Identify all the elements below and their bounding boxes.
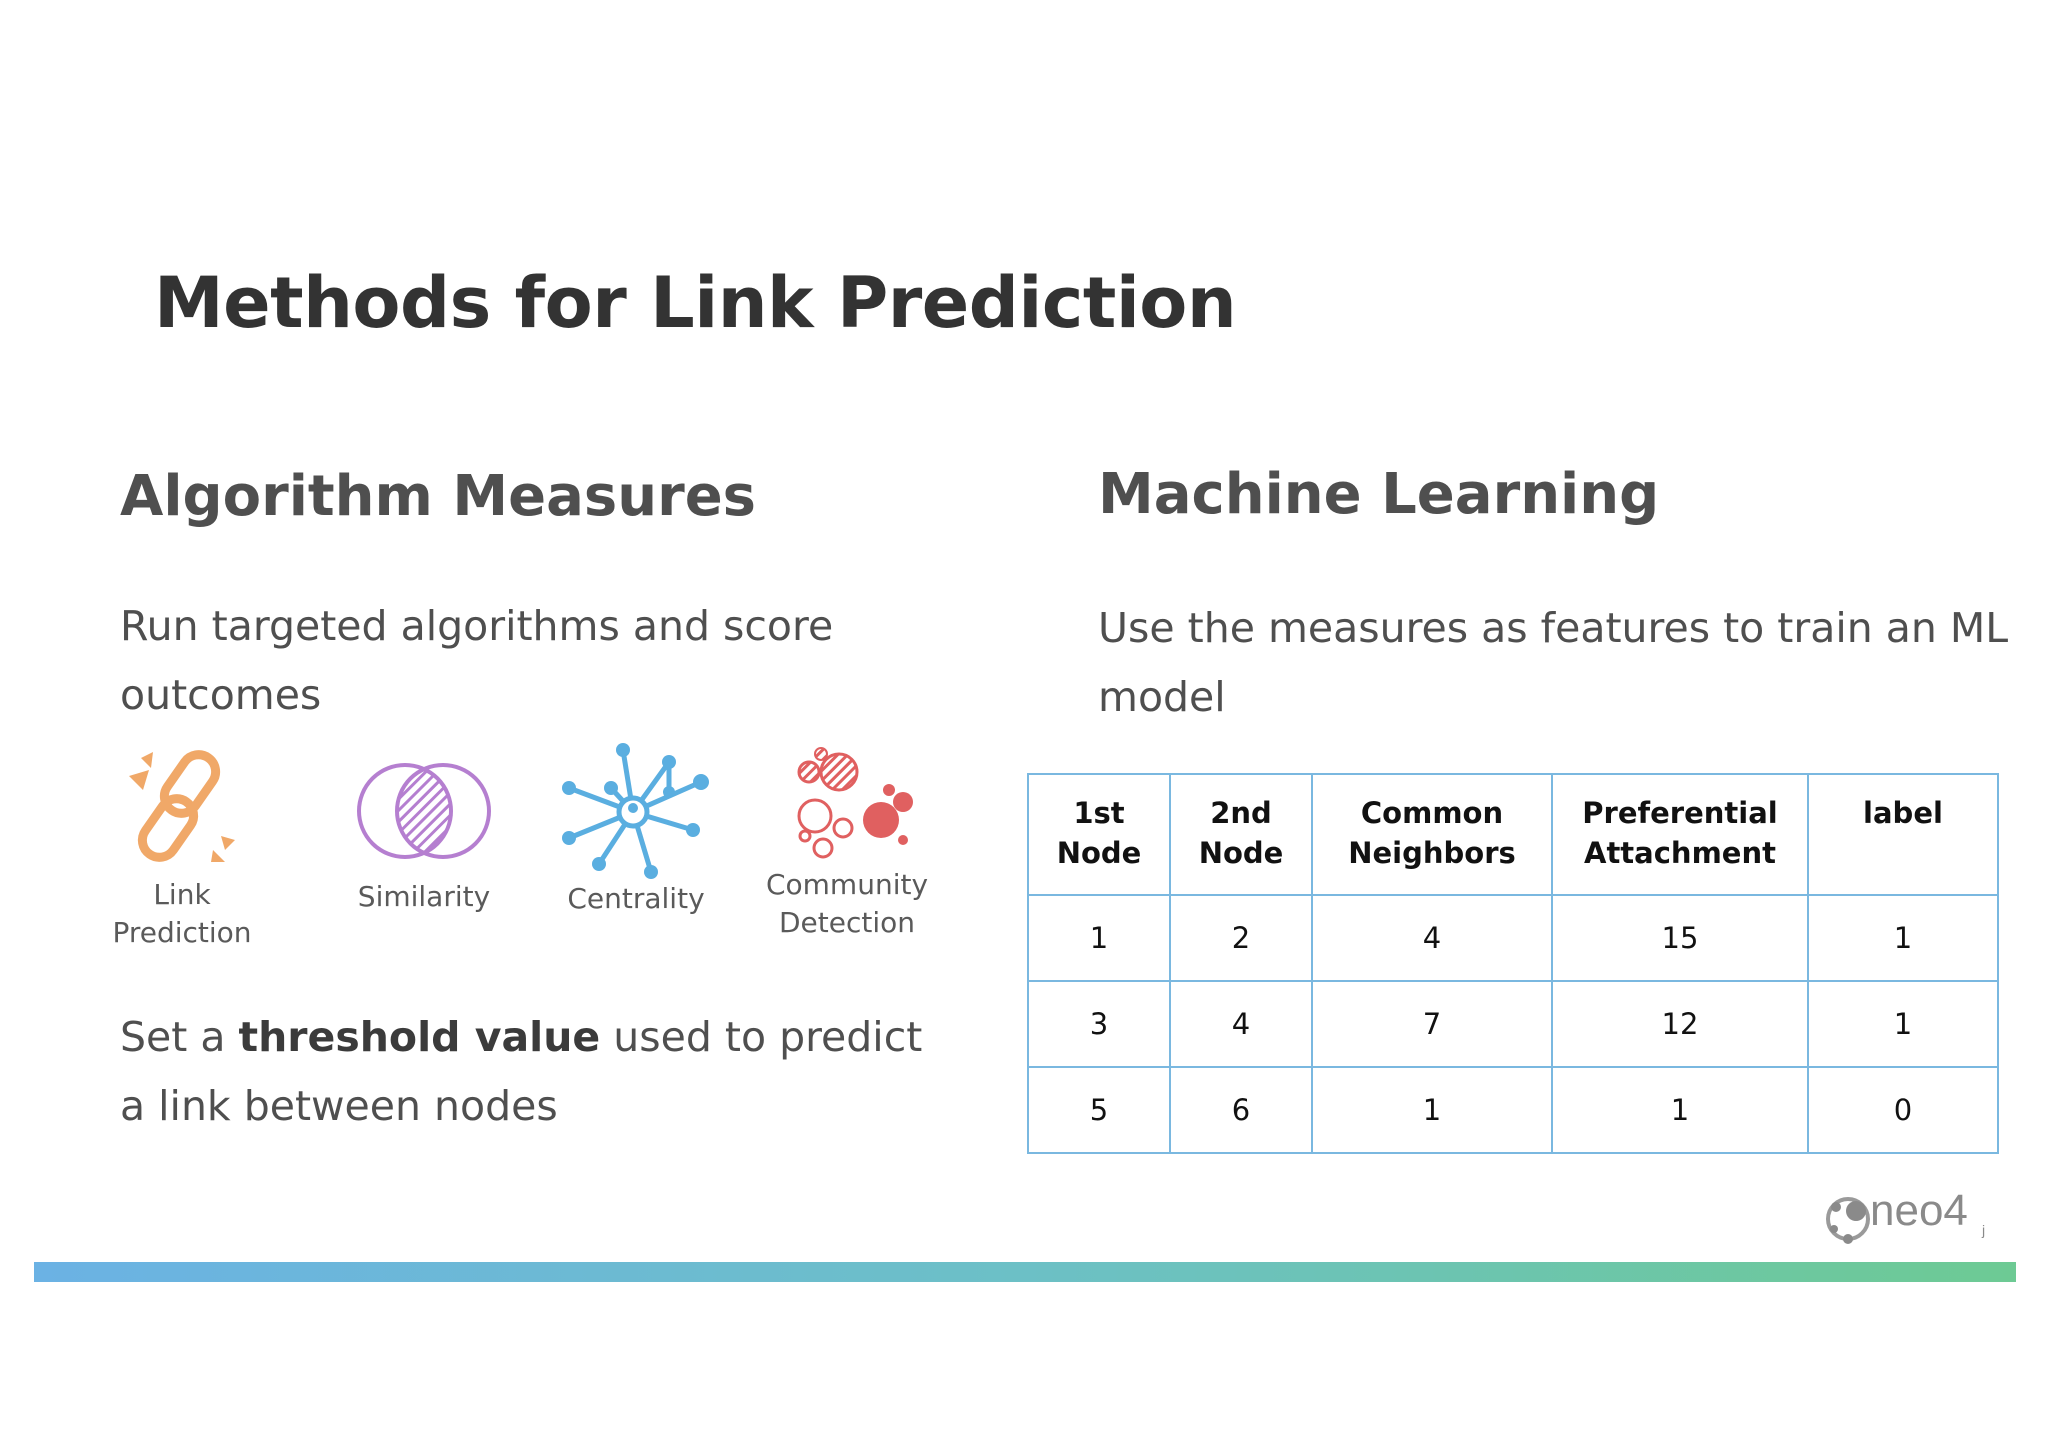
table-cell: 4 xyxy=(1169,980,1313,1068)
table-cell: 1 xyxy=(1807,894,1999,982)
threshold-prefix: Set a xyxy=(120,1013,239,1061)
table-cell: 1 xyxy=(1551,1066,1809,1154)
column-header-1st-node: 1st Node xyxy=(1027,773,1171,896)
column-header-preferential-attachment: Preferential Attachment xyxy=(1551,773,1809,896)
table-cell: 2 xyxy=(1169,894,1313,982)
threshold-bold-text: threshold value xyxy=(238,1013,601,1061)
feature-table: 1st Node 2nd Node Common Neighbors Prefe… xyxy=(1027,773,1999,1154)
community-bubbles-icon xyxy=(797,747,913,859)
column-header-2nd-node: 2nd Node xyxy=(1169,773,1313,896)
table-cell: 1 xyxy=(1311,1066,1553,1154)
table-cell: 3 xyxy=(1027,980,1171,1068)
community-detection-item: Community Detection xyxy=(752,744,942,942)
machine-learning-description: Use the measures as features to train an… xyxy=(1098,604,2009,721)
table-row: 5 6 1 1 0 xyxy=(1027,1066,1999,1154)
table-row: 1 2 4 15 1 xyxy=(1027,894,1999,982)
slide-title: Methods for Link Prediction xyxy=(154,262,1237,344)
svg-text:neo4: neo4 xyxy=(1870,1186,1968,1235)
table-cell: 0 xyxy=(1807,1066,1999,1154)
table-cell: 5 xyxy=(1027,1066,1171,1154)
table-row: 3 4 7 12 1 xyxy=(1027,980,1999,1068)
table-header-row: 1st Node 2nd Node Common Neighbors Prefe… xyxy=(1027,773,1999,896)
algorithm-measures-heading: Algorithm Measures xyxy=(120,464,757,529)
similarity-item: Similarity xyxy=(334,756,514,916)
network-hub-icon xyxy=(562,743,709,879)
centrality-label: Centrality xyxy=(567,882,705,915)
centrality-item: Centrality xyxy=(546,740,726,918)
table-cell: 12 xyxy=(1551,980,1809,1068)
footer-gradient-bar xyxy=(34,1262,2016,1282)
table-cell: 1 xyxy=(1807,980,1999,1068)
threshold-suffix: used to predict a link between nodes xyxy=(120,1013,923,1130)
table-cell: 7 xyxy=(1311,980,1553,1068)
algorithm-measures-description: Run targeted algorithms and score outcom… xyxy=(120,602,834,719)
table-cell: 1 xyxy=(1027,894,1171,982)
similarity-label: Similarity xyxy=(357,880,491,913)
link-chain-icon xyxy=(129,750,235,862)
threshold-description: Set a threshold value used to predict a … xyxy=(120,1003,960,1141)
neo4j-logo-icon: neo4 j xyxy=(1826,1186,1985,1244)
venn-overlap-icon xyxy=(357,763,491,859)
table-cell: 15 xyxy=(1551,894,1809,982)
svg-text:j: j xyxy=(1981,1222,1985,1238)
table-cell: 6 xyxy=(1169,1066,1313,1154)
link-prediction-label: Link Prediction xyxy=(112,878,252,949)
community-detection-label: Community Detection xyxy=(765,868,929,939)
machine-learning-heading: Machine Learning xyxy=(1098,462,1660,527)
column-header-label: label xyxy=(1807,773,1999,896)
link-prediction-item: Link Prediction xyxy=(92,744,272,952)
column-header-common-neighbors: Common Neighbors xyxy=(1311,773,1553,896)
table-cell: 4 xyxy=(1311,894,1553,982)
